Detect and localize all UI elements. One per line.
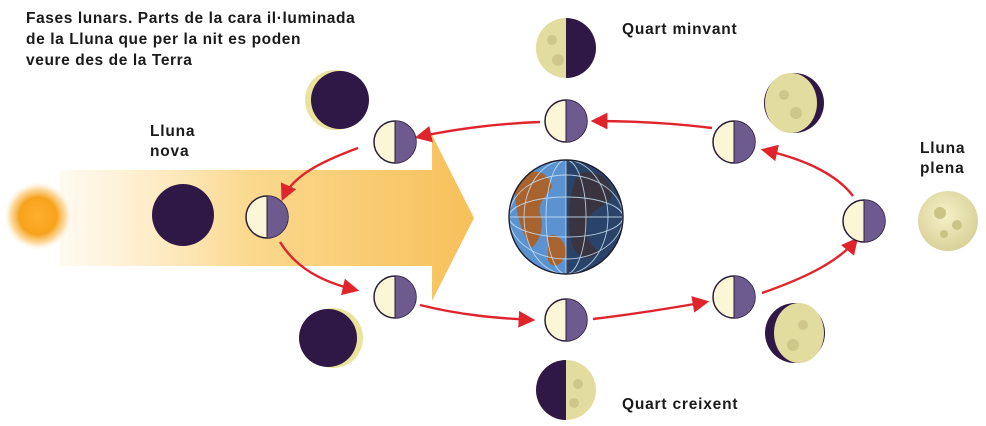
moon-phase-icon: [544, 298, 588, 342]
moon-phase-icon: [712, 275, 756, 319]
sun-icon: [4, 182, 72, 250]
moon-phase-icon: [373, 120, 417, 164]
quart-minvant-moon-icon: [536, 18, 596, 78]
moon-phase-icon: [712, 120, 756, 164]
moon-phase-icon: [544, 99, 588, 143]
new-moon-icon: [152, 184, 214, 246]
moon-phase-icon: [245, 195, 289, 239]
orbit-moons: [245, 99, 886, 342]
arrow-icon: [590, 112, 713, 130]
label-quart-minvant: Quart minvant: [622, 21, 738, 38]
waxing-crescent-icon: [299, 308, 363, 368]
moon-phase-icon: [842, 199, 886, 243]
arrow-icon: [419, 303, 536, 328]
full-moon-icon: [918, 191, 978, 251]
label-lluna-nova: Lluna nova: [150, 123, 196, 160]
arrow-icon: [414, 120, 541, 143]
earth-icon: [508, 159, 624, 275]
moon-phase-icon: [373, 275, 417, 319]
arrow-icon: [592, 296, 710, 321]
diagram-caption: Fases lunars. Parts de la cara il·lumina…: [26, 10, 356, 69]
label-lluna-plena: Lluna plena: [920, 140, 966, 177]
arrow-icon: [278, 241, 360, 296]
arrow-icon: [760, 144, 854, 197]
waning-gibbous-icon: [764, 73, 824, 133]
label-quart-creixent: Quart creixent: [622, 396, 739, 413]
orbit-arrows: [278, 112, 859, 328]
arrow-icon: [761, 237, 859, 295]
waxing-gibbous-icon: [765, 303, 825, 363]
quart-creixent-moon-icon: [536, 360, 596, 420]
arrow-icon: [280, 146, 359, 202]
waning-crescent-icon: [305, 70, 369, 130]
outer-moons: [152, 18, 978, 420]
